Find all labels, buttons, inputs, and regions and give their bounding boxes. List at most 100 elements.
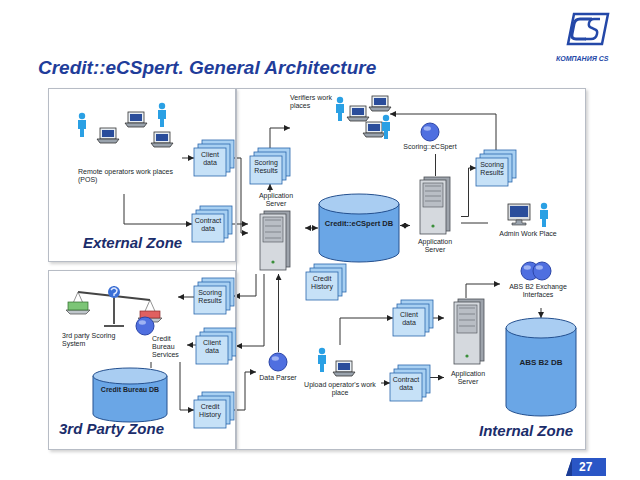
document-stack: Client data [196, 328, 236, 364]
text-holder: Remote operators work places (POS) [78, 168, 174, 184]
connector [182, 158, 194, 159]
text-holder: Scoring::eCSpert [398, 143, 462, 151]
connector [124, 194, 192, 224]
text-holder: Application Server [444, 370, 492, 386]
diagram-title: Credit::eCSpert. General Architecture [38, 57, 376, 79]
text-holder: Credit Bureau DB [96, 386, 164, 394]
connector [541, 308, 542, 318]
node-label: Scoring Results [477, 161, 507, 177]
company-logo [568, 14, 608, 44]
connector [151, 362, 152, 368]
connector [234, 274, 256, 296]
text-holder: Upload operator's work place [300, 381, 380, 397]
node-label: Verifiers work places [290, 94, 334, 110]
workstation-group: Verifiers work places [290, 92, 390, 140]
connector [236, 274, 264, 346]
node-label: Contract data [391, 376, 421, 392]
text-holder: Client data [197, 339, 227, 355]
database-cylinder: ABS B2 DB [505, 318, 577, 416]
connector [461, 168, 476, 217]
node-label: Credit::eCSpert DB [322, 220, 396, 229]
text-holder: Internal Zone [479, 423, 573, 440]
text-holder: 3rd party Scoring System [62, 332, 132, 348]
node-label: ABS B2 DB [509, 358, 573, 367]
database-cylinder: Credit Bureau DB [92, 368, 168, 422]
page-number-tab [566, 458, 606, 476]
service-circle-art [256, 352, 300, 392]
connector [461, 223, 488, 224]
page-number: 27 [579, 460, 592, 474]
text-holder: Contract data [193, 217, 223, 233]
workstation: Upload operator's work place [300, 345, 381, 403]
connector [180, 362, 194, 410]
node-label: Credit History [195, 403, 225, 419]
node-label: Credit Bureau Services [152, 335, 186, 359]
node-label: Remote operators work places (POS) [78, 168, 174, 184]
connector [435, 154, 436, 176]
workstation: Admin Work Place [488, 200, 569, 246]
database-cylinder-art [92, 368, 168, 422]
text-holder: Scoring Results [477, 161, 507, 177]
connector [400, 225, 410, 226]
node-label: Scoring::eCSpert [398, 143, 462, 151]
document-stack: Client data [194, 140, 234, 176]
node-label: 3rd party Scoring System [62, 332, 132, 348]
connector [381, 383, 390, 384]
connector [187, 345, 196, 346]
node-label: Scoring Results [195, 289, 225, 305]
text-holder: Verifiers work places [290, 94, 334, 110]
zone-label: Internal Zone [479, 423, 573, 440]
node-label: Contract data [193, 217, 223, 233]
node-label: ABS B2 Exchange Interfaces [500, 283, 576, 299]
text-holder: 3rd Party Zone [59, 421, 164, 438]
zone-panel: Internal Zone Verifiers work placesScorin… [236, 88, 586, 450]
connector [234, 372, 256, 410]
text-holder: Credit Bureau Services [152, 335, 186, 359]
node-label: Admin Work Place [488, 230, 568, 238]
connector [340, 318, 393, 345]
connector [232, 224, 248, 225]
connector [430, 377, 444, 378]
service-circle: Data Parser [256, 352, 301, 392]
connector [466, 284, 500, 298]
company-name: КОМПАНИЯ CS [556, 55, 608, 62]
node-label: Application Server [248, 192, 304, 208]
document-stack: Scoring Results [194, 278, 234, 314]
zone-label: External Zone [83, 235, 182, 252]
node-label: Scoring Results [251, 159, 281, 175]
node-label: Application Server [444, 370, 492, 386]
document-stack: Credit History [306, 264, 346, 300]
connector [278, 274, 279, 352]
document-stack: Credit History [194, 392, 234, 428]
text-holder: Application Server [248, 192, 304, 208]
text-holder: Application Server [410, 238, 460, 254]
text-holder: ABS B2 Exchange Interfaces [500, 283, 576, 299]
workstation-art [488, 200, 568, 246]
text-holder: Client data [394, 311, 424, 327]
zone-panel: External Zone Remote operators work place… [48, 88, 236, 262]
text-holder: Credit History [195, 403, 225, 419]
connector [178, 297, 194, 298]
node-label: Application Server [410, 238, 460, 254]
node-label: Credit History [307, 275, 337, 291]
document-stack: Scoring Results [476, 150, 516, 186]
text-holder: Credit::eCSpert DB [322, 220, 396, 229]
text-holder: Contract data [391, 376, 421, 392]
connector [433, 318, 444, 319]
document-stack: Client data [393, 300, 433, 336]
database-cylinder: Credit::eCSpert DB [318, 194, 400, 262]
document-stack: Contract data [192, 206, 232, 242]
node-label: Data Parser [256, 374, 300, 382]
node-label: Client data [394, 311, 424, 327]
zone-panel: 3rd Party Zone3rd party Scoring SystemCr… [48, 270, 236, 450]
connector [270, 128, 290, 148]
document-stack: Contract data [390, 365, 430, 401]
interface-circles: ABS B2 Exchange Interfaces [500, 260, 577, 308]
server-tower: Application Server [444, 298, 493, 390]
server-tower: Application Server [248, 192, 305, 274]
connector [305, 228, 318, 229]
text-holder: Admin Work Place [488, 230, 568, 238]
document-stack: Scoring Results [250, 148, 290, 184]
text-holder: Scoring Results [195, 289, 225, 305]
